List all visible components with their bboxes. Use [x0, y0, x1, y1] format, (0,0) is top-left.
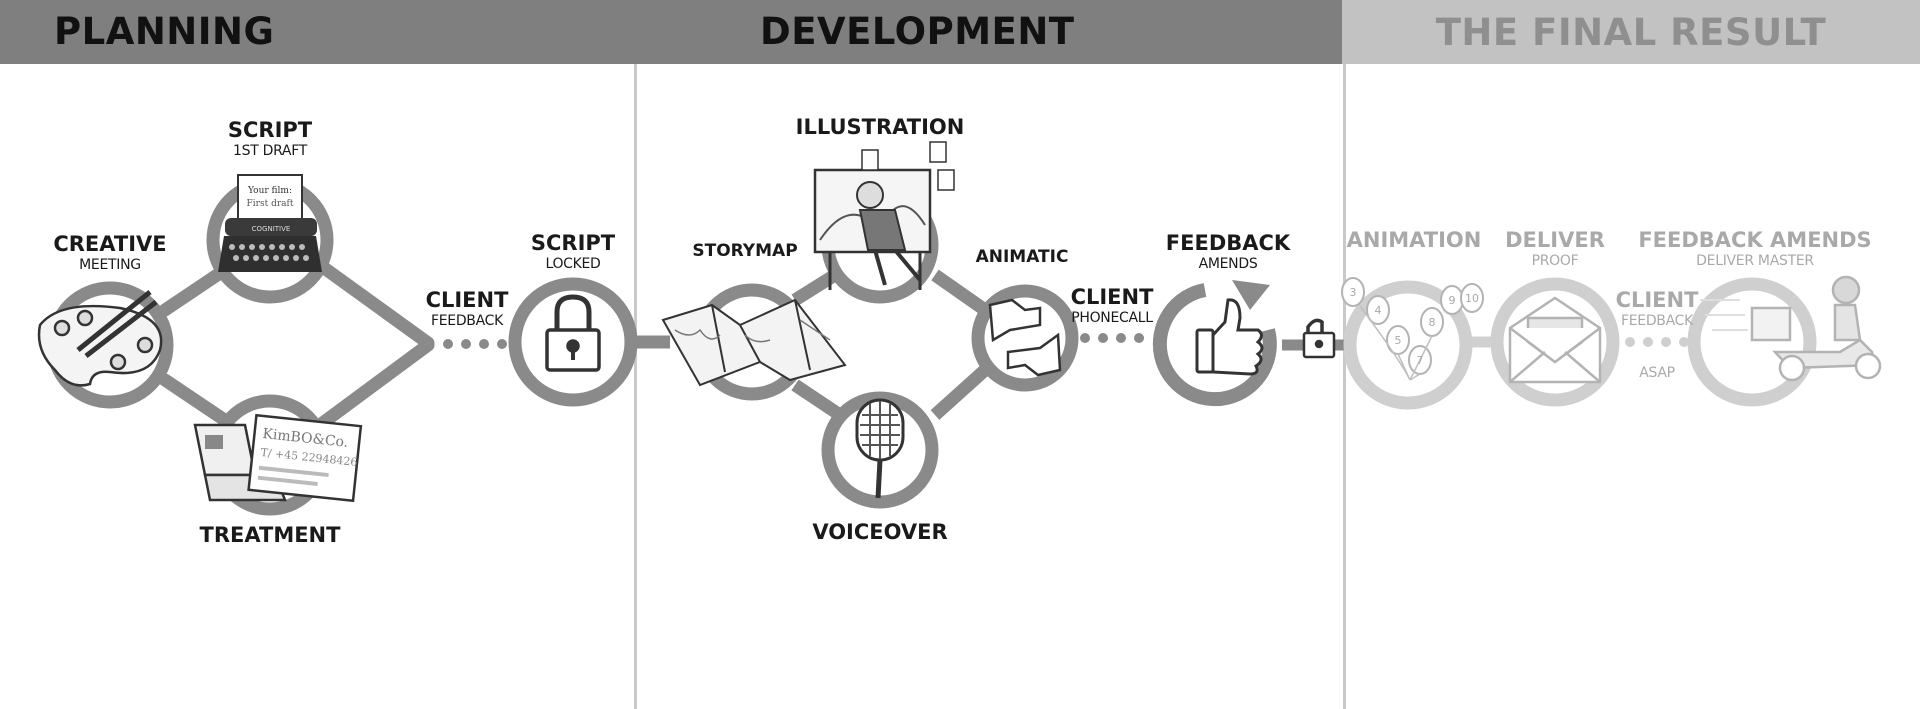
typewriter-icon: Your film: First draft COGNITIVE [218, 174, 322, 272]
balloon-number: 7 [1417, 354, 1424, 367]
label-title: VOICEOVER [812, 520, 948, 544]
animation-balloons-icon: 3 4 5 7 8 9 10 [1341, 277, 1484, 381]
label-title: CLIENT [1615, 288, 1699, 312]
label-title: ILLUSTRATION [795, 115, 965, 139]
label-title: FEEDBACK [1165, 231, 1291, 255]
label-title: SCRIPT [227, 118, 313, 142]
label-storymap: STORYMAP [692, 243, 797, 260]
storymap-icon [661, 298, 847, 387]
ring-feedback-amends-final [1687, 277, 1817, 407]
laptop-card-icon: KimBO&Co. T/ +45 22948426 [193, 413, 363, 503]
typewriter-paper-line1: Your film: [247, 186, 292, 196]
label-script-draft: SCRIPT 1ST DRAFT [227, 118, 313, 159]
label-client-feedback-final: CLIENT FEEDBACK [1615, 288, 1699, 329]
ring-feedback-amends [1152, 280, 1277, 407]
label-treatment: TREATMENT [200, 525, 341, 546]
balloon-number: 4 [1375, 304, 1382, 317]
label-feedback-amends-final: FEEDBACK AMENDS DELIVER MASTER [1638, 228, 1872, 269]
framing-hands-icon [988, 298, 1062, 377]
label-subtitle: FEEDBACK [1620, 313, 1694, 329]
label-animation: ANIMATION [1347, 230, 1482, 251]
final-feedback-dots [1625, 337, 1689, 347]
label-subtitle: LOCKED [545, 256, 601, 272]
header-planning: PLANNING [54, 10, 275, 53]
padlock-icon [545, 294, 601, 372]
palette-icon [37, 290, 163, 387]
label-client-phonecall: CLIENT PHONECALL [1070, 285, 1154, 326]
label-title: STORYMAP [692, 241, 798, 261]
label-subtitle: PHONECALL [1071, 310, 1153, 326]
typewriter-brand: COGNITIVE [252, 225, 291, 233]
label-title: CLIENT [425, 288, 509, 312]
header-final-result: THE FINAL RESULT [1435, 10, 1827, 54]
label-subtitle: PROOF [1531, 253, 1579, 269]
label-creative-meeting: CREATIVE MEETING [53, 232, 167, 273]
label-title: ANIMATIC [975, 247, 1069, 267]
label-title: DELIVER [1505, 228, 1605, 252]
small-padlock-icon [1302, 318, 1336, 359]
illustrator-icon [813, 141, 955, 290]
label-note: ASAP [1639, 365, 1675, 381]
balloon-number: 10 [1465, 292, 1479, 305]
balloon-number: 3 [1350, 286, 1357, 299]
microphone-icon [855, 398, 905, 499]
client-phonecall-dots [1080, 333, 1144, 343]
label-title: FEEDBACK AMENDS [1638, 228, 1872, 252]
label-illustration: ILLUSTRATION [796, 117, 965, 138]
section-divider [634, 64, 637, 709]
header-band-planning-development: PLANNING DEVELOPMENT [0, 0, 1342, 64]
label-title: SCRIPT [530, 231, 616, 255]
balloon-number: 5 [1395, 334, 1402, 347]
envelope-icon [1508, 296, 1602, 384]
label-title: TREATMENT [199, 523, 341, 547]
header-development: DEVELOPMENT [760, 10, 1075, 53]
label-subtitle: DELIVER MASTER [1696, 253, 1814, 269]
typewriter-paper-line2: First draft [247, 199, 294, 209]
section-divider [1343, 64, 1346, 709]
label-animatic: ANIMATIC [976, 249, 1069, 266]
scooter-delivery-icon [1700, 275, 1882, 382]
label-feedback-amends: FEEDBACK AMENDS [1165, 231, 1291, 272]
label-client-feedback: CLIENT FEEDBACK [425, 288, 509, 329]
balloon-number: 8 [1429, 316, 1436, 329]
label-subtitle: MEETING [79, 257, 141, 273]
label-voiceover: VOICEOVER [812, 522, 947, 543]
balloon-number: 9 [1449, 294, 1456, 307]
label-subtitle: FEEDBACK [430, 313, 504, 329]
label-asap: ASAP [1639, 363, 1675, 380]
label-deliver-proof: DELIVER PROOF [1505, 228, 1605, 269]
label-subtitle: AMENDS [1198, 256, 1258, 272]
label-script-locked: SCRIPT LOCKED [530, 231, 616, 272]
development-connectors [632, 269, 990, 421]
label-title: CREATIVE [53, 232, 167, 256]
label-title: CLIENT [1070, 285, 1154, 309]
client-feedback-dots [443, 339, 507, 349]
label-title: ANIMATION [1346, 228, 1482, 252]
header-band-final-result: THE FINAL RESULT [1342, 0, 1920, 64]
label-subtitle: 1ST DRAFT [233, 143, 307, 159]
thumbs-up-icon [1195, 298, 1264, 376]
